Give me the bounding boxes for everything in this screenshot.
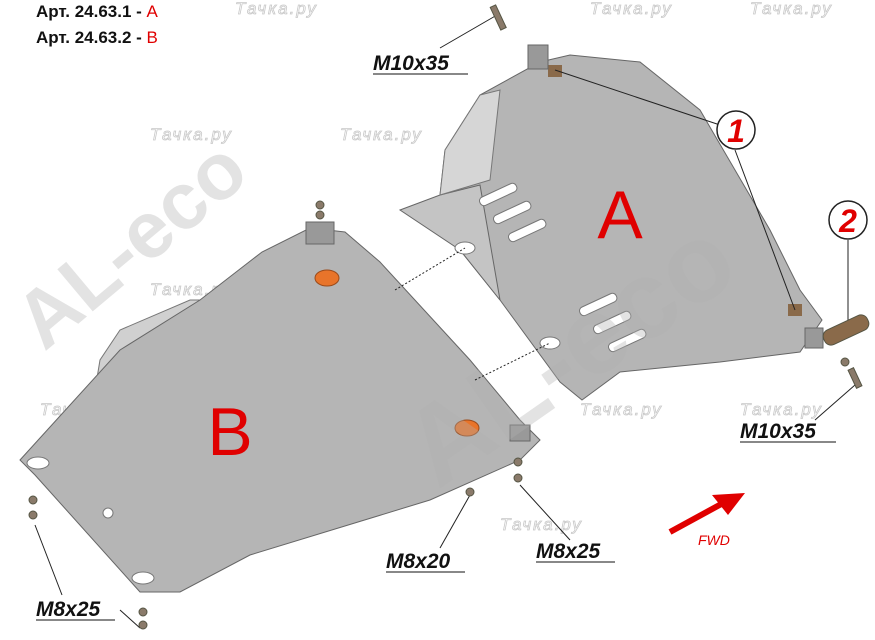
fwd-arrow-icon [668, 493, 745, 535]
watermark-text: Тачка.ру [340, 125, 423, 144]
watermark-text: Тачка.ру [580, 400, 663, 419]
fastener-label: M8x20 [386, 550, 451, 573]
watermark-text: Тачка.ру [150, 125, 233, 144]
watermark-text: Тачка.ру [235, 0, 318, 18]
article-b: Арт. 24.63.2 - B [36, 28, 158, 48]
fastener-label: M8x25 [536, 540, 601, 563]
part-label-b: B [207, 394, 252, 470]
article-part: A [146, 2, 158, 21]
article-number: Арт. 24.63.2 - [36, 28, 147, 47]
part-label-a: A [597, 177, 643, 253]
fastener-label: M10x35 [740, 420, 816, 443]
watermark-text: Тачка.ру [740, 400, 823, 419]
callout-number: 2 [838, 203, 857, 239]
plate-a: A [398, 44, 824, 401]
fwd-label: FWD [698, 532, 730, 548]
bolts [28, 4, 870, 630]
watermark-text: Тачка.ру [750, 0, 833, 18]
fastener-label: M8x25 [36, 598, 101, 621]
plate-b: B [19, 221, 541, 593]
article-part: B [146, 28, 158, 47]
callout-1: 1 [716, 110, 756, 150]
fastener-label: M10x35 [373, 52, 449, 75]
watermark-text: Тачка.ру [590, 0, 673, 18]
article-a: Арт. 24.63.1 - A [36, 2, 158, 22]
callout-2: 2 [828, 200, 868, 240]
callout-number: 1 [727, 113, 745, 149]
leader-lines [34, 14, 856, 629]
article-number: Арт. 24.63.1 - [36, 2, 147, 21]
watermark-text: Тачка.ру [500, 515, 583, 534]
